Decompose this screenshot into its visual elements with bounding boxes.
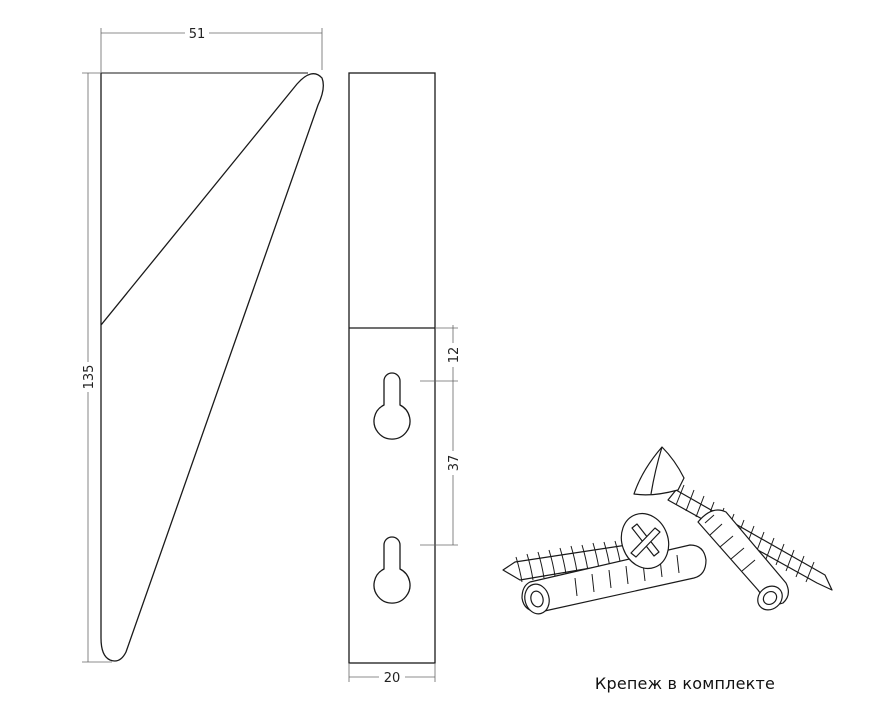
fasteners-illustration xyxy=(502,446,833,615)
fasteners-caption: Крепеж в комплекте xyxy=(594,674,776,693)
dimension-label-51: 51 xyxy=(189,27,206,42)
wall-plug-right-icon xyxy=(697,509,789,611)
dim-51-bg xyxy=(185,25,209,41)
dim-12-bg xyxy=(445,343,461,367)
front-plate-outline xyxy=(348,72,436,664)
dimension-label-20: 20 xyxy=(384,671,401,686)
dimension-51 xyxy=(100,28,323,73)
screw-head-cross-icon xyxy=(620,512,670,570)
dim-20-bg xyxy=(379,669,405,685)
keyhole-upper xyxy=(373,372,411,440)
dimension-label-135: 135 xyxy=(82,365,97,390)
bracket-front-view xyxy=(348,72,436,664)
dimension-label-12: 12 xyxy=(447,347,462,364)
dimension-label-37: 37 xyxy=(447,455,462,472)
keyhole-lower xyxy=(373,536,411,604)
dim-37-bg xyxy=(445,451,461,475)
bracket-side-outline xyxy=(100,73,324,662)
bracket-side-view xyxy=(100,72,324,662)
dim-135-bg xyxy=(80,362,96,392)
